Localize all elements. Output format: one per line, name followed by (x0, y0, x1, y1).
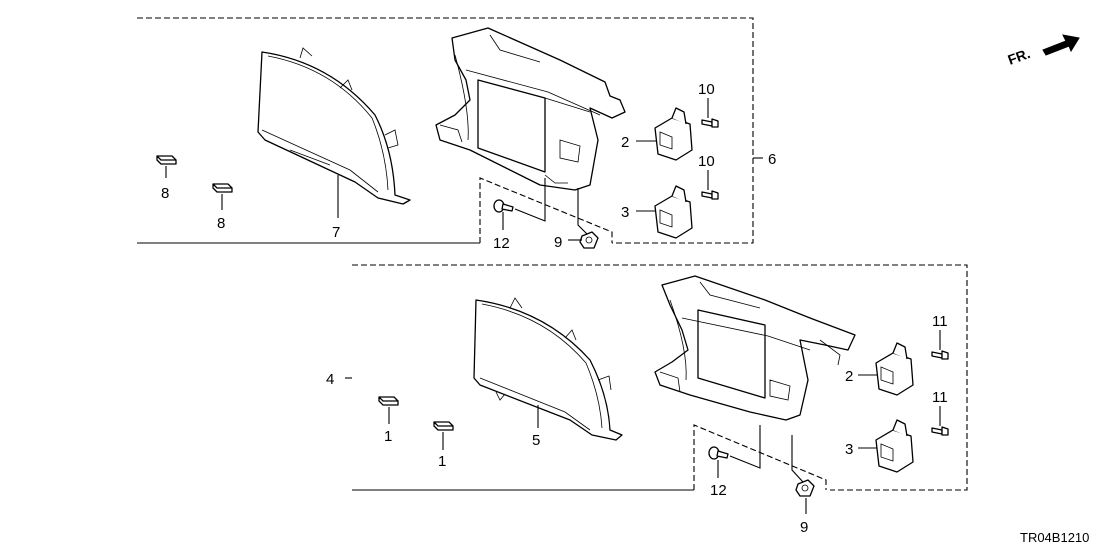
upper-nut-leader (577, 188, 588, 235)
callout-4: 4 (326, 371, 334, 388)
callout-8: 8 (217, 215, 225, 232)
callout-3: 3 (845, 441, 853, 458)
callout-2: 2 (621, 134, 629, 151)
callout-9: 9 (800, 519, 808, 536)
callout-11: 11 (932, 313, 948, 330)
lower-clip-1a (378, 396, 399, 406)
callout-12: 12 (493, 235, 510, 252)
upper-switch-3 (654, 185, 693, 239)
upper-switch-2 (654, 107, 693, 161)
front-direction-label: FR. (1006, 45, 1033, 68)
callout-5: 5 (532, 432, 540, 449)
callout-1: 1 (438, 453, 446, 470)
front-arrow-icon (1042, 34, 1080, 56)
upper-assembly: 8 8 7 12 9 10 2 10 3 6 (137, 17, 776, 252)
callout-6: 6 (768, 151, 776, 168)
upper-meter-visor (257, 47, 411, 205)
upper-clip-8a (156, 155, 177, 165)
front-direction-indicator: FR. (1006, 34, 1080, 68)
upper-clip-8b (212, 183, 233, 193)
upper-screw-10a (701, 118, 719, 128)
lower-assembly-boundary (352, 264, 968, 491)
lower-assembly: 4 1 1 5 12 9 11 2 11 3 (326, 264, 968, 536)
lower-screw-11b (931, 426, 949, 436)
callout-2: 2 (845, 368, 853, 385)
lower-switch-3 (875, 419, 914, 473)
callout-12: 12 (710, 482, 727, 499)
upper-assembly-boundary (137, 17, 754, 244)
lower-screw-leader (729, 425, 761, 469)
lower-screw-11a (931, 350, 949, 360)
callout-1: 1 (384, 428, 392, 445)
lower-clip-nut (795, 479, 815, 497)
upper-hardware-boundary (479, 177, 613, 243)
callout-3: 3 (621, 204, 629, 221)
callout-10: 10 (698, 81, 715, 98)
lower-meter-visor (473, 297, 623, 441)
diagram-code: TR04B1210 (1020, 530, 1089, 545)
upper-meter-unit (435, 27, 626, 191)
callout-7: 7 (332, 224, 340, 241)
callout-8: 8 (161, 185, 169, 202)
lower-screw (708, 446, 729, 460)
lower-nut-leader (791, 435, 804, 483)
upper-screw-leader (514, 178, 546, 222)
lower-meter-unit (654, 275, 856, 421)
callout-10: 10 (698, 153, 715, 170)
lower-clip-1b (433, 421, 454, 431)
upper-screw (493, 199, 514, 213)
upper-screw-10b (701, 190, 719, 200)
callout-11: 11 (932, 389, 948, 406)
upper-clip-nut (579, 231, 599, 249)
callout-9: 9 (554, 234, 562, 251)
lower-switch-2 (875, 342, 914, 396)
